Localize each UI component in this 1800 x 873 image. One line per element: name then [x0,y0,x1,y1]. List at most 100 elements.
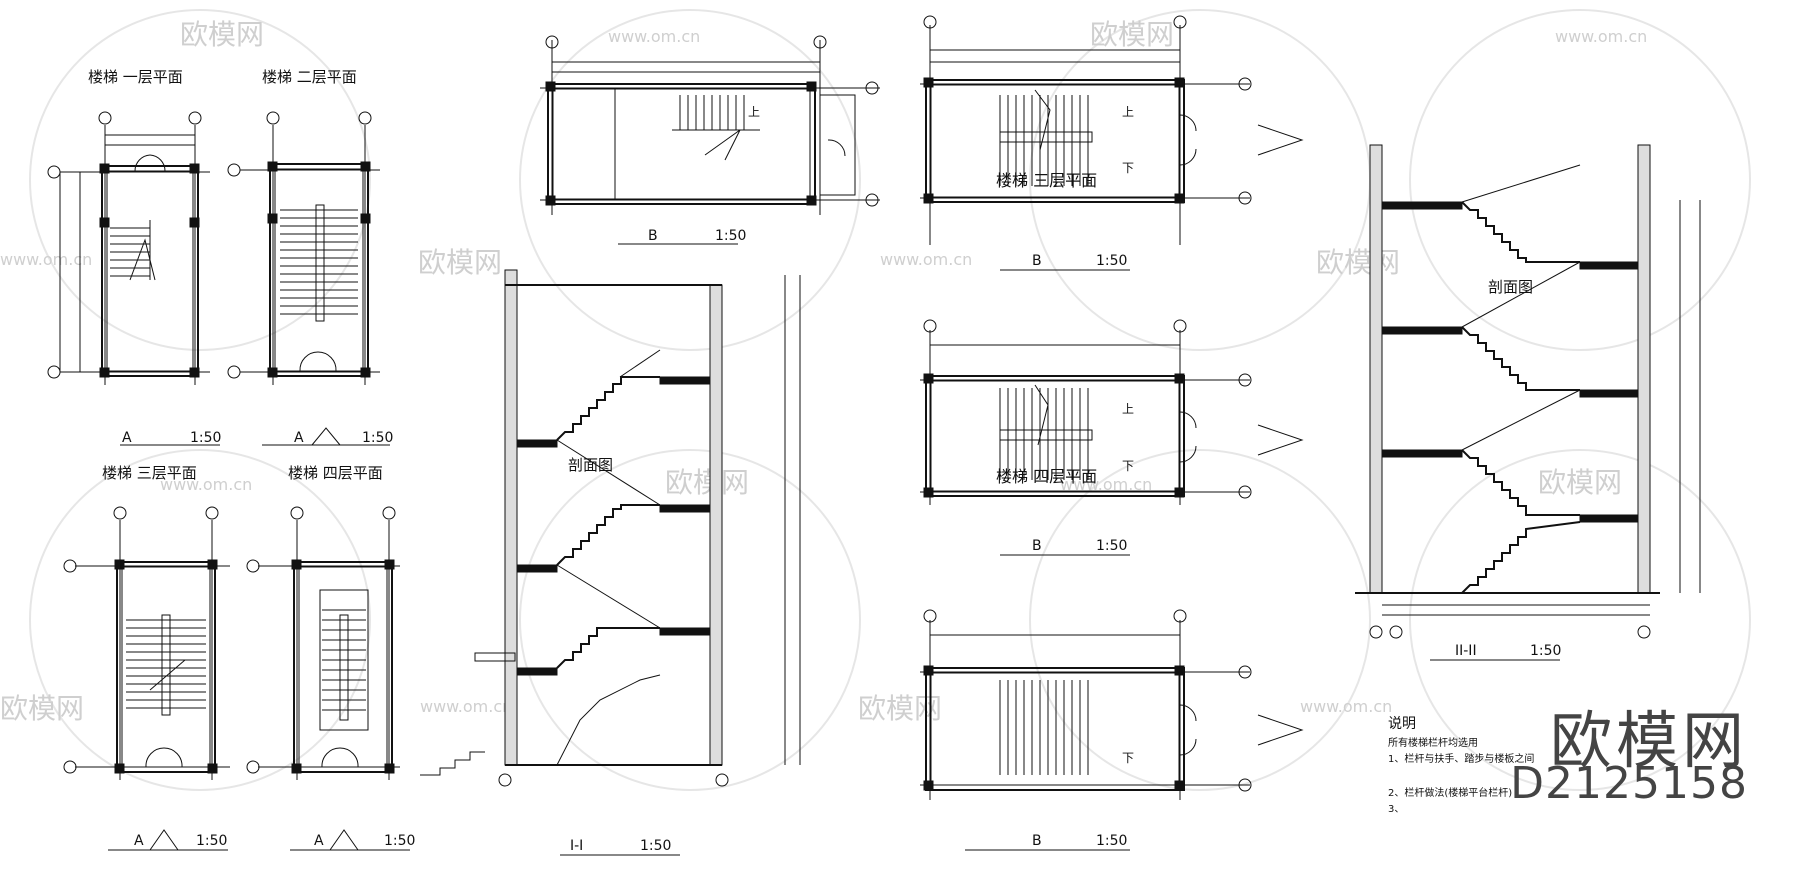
stair-treads [999,384,1093,480]
notes-line: 所有楼梯栏杆均选用 [1388,736,1478,749]
watermarks: 欧模网 www.om.cn 欧模网 www.om.cn www.om.cn 欧模… [0,18,1647,725]
stair-treads [110,220,156,281]
plan-a3: 楼梯 三层平面 [63,464,230,851]
plan-b2: 上 下 楼梯 三层平面 B 1:50 [920,15,1304,271]
plan-scale: 1:50 [715,228,746,244]
axis-bubble [98,111,112,125]
axis-bubble [1238,485,1252,499]
plan-title: 楼梯 三层平面 [996,171,1097,190]
brand-code: D2125158 [1510,758,1748,809]
watermark-logo: 欧模网 [858,692,942,725]
axis-bubble [1238,77,1252,91]
plan-scale: 1:50 [190,430,221,446]
axis-bubble [865,193,879,207]
watermark-arcs [29,9,1751,791]
watermark-url: www.om.cn [420,697,512,716]
axis-bubble [246,760,260,774]
down-mark: 下 [1122,751,1134,765]
stair-treads [999,89,1093,186]
plan-b4: 下 B 1:50 [920,609,1304,851]
up-mark: 上 [748,105,760,119]
plan-title: 楼梯 三层平面 [102,464,197,482]
axis-bubble [923,609,937,623]
up-mark: 上 [1122,105,1134,119]
axis-bubble [1173,15,1187,29]
axis-bubble [1173,609,1187,623]
down-mark: 下 [1122,161,1134,175]
axis-bubble [47,165,61,179]
watermark-logo: 欧模网 [1316,246,1400,279]
plan-title: 楼梯 四层平面 [996,467,1097,486]
stair-treads [280,204,358,322]
notes-line: 1、栏杆与扶手、踏步与楼板之间 [1388,752,1534,765]
axis-bubble [865,81,879,95]
axis-bubble [382,506,396,520]
axis-bubble [1238,665,1252,679]
plan-scale: 1:50 [1096,253,1127,269]
section-inner-label: 剖面图 [1488,278,1533,296]
watermark-url: www.om.cn [1060,475,1152,494]
axis-bubble [923,15,937,29]
axis-bubble [1238,778,1252,792]
section-label: I-I [570,838,583,854]
plan-title: 楼梯 二层平面 [262,68,357,86]
plan-a2: 楼梯 二层平面 [227,68,393,446]
watermark-logo: 欧模网 [665,466,749,499]
axis-bubble [813,35,827,49]
watermark-url: www.om.cn [608,27,700,46]
axis-bubble [715,773,729,787]
brand-logo-text: 欧模网 [1549,704,1748,777]
axis-bubble [358,111,372,125]
axis-bubble [63,760,77,774]
plan-scale: 1:50 [362,430,393,446]
section-scale: 1:50 [640,838,671,854]
section-scale: 1:50 [1530,643,1561,659]
axis-bubble [246,559,260,573]
plan-scale: 1:50 [1096,833,1127,849]
watermark-url: www.om.cn [1555,27,1647,46]
watermark-logo: 欧模网 [0,692,84,725]
axis-bubble [63,559,77,573]
plan-label: B [648,228,658,244]
section-1: 剖面图 I-I 1:50 [420,269,801,856]
plan-label: A [122,430,132,446]
axis-bubble [1238,191,1252,205]
watermark-url: www.om.cn [880,250,972,269]
axis-bubble [266,111,280,125]
axis-bubble [923,319,937,333]
watermark-url: www.om.cn [160,475,252,494]
watermark-logo: 欧模网 [1090,18,1174,51]
stair-treads [672,95,760,161]
axis-bubble [1369,625,1383,639]
section-label: II-II [1455,643,1477,659]
axis-bubble [1173,319,1187,333]
plan-label: B [1032,253,1042,269]
axis-bubble [113,506,127,520]
plan-label: B [1032,538,1042,554]
plan-scale: 1:50 [384,833,415,849]
watermark-url: www.om.cn [1300,697,1392,716]
plan-label: A [294,430,304,446]
axis-bubble [1238,373,1252,387]
plan-label: B [1032,833,1042,849]
plan-title: 楼梯 一层平面 [88,68,183,86]
watermark-logo: 欧模网 [1538,466,1622,499]
plan-a1: 楼梯 一层平面 [47,68,221,446]
plan-a4: 楼梯 四层平面 [246,464,415,851]
axis-bubble [498,773,512,787]
stair-treads [999,680,1089,775]
plan-title: 楼梯 四层平面 [288,464,383,482]
section-2: 剖面图 II-II 1:50 [1355,144,1701,661]
axis-bubble [1637,625,1651,639]
axis-bubble [1389,625,1403,639]
watermark-logo: 欧模网 [180,18,264,51]
watermark-logo: 欧模网 [418,246,502,279]
axis-bubble [290,506,304,520]
notes: 说明 所有楼梯栏杆均选用 1、栏杆与扶手、踏步与楼板之间 2、栏杆做法(楼梯平台… [1388,716,1534,815]
section-inner-label: 剖面图 [568,456,613,474]
axis-bubble [47,365,61,379]
notes-line: 2、栏杆做法(楼梯平台栏杆) [1388,786,1512,799]
plan-b1: 上 B 1:50 [540,35,880,245]
